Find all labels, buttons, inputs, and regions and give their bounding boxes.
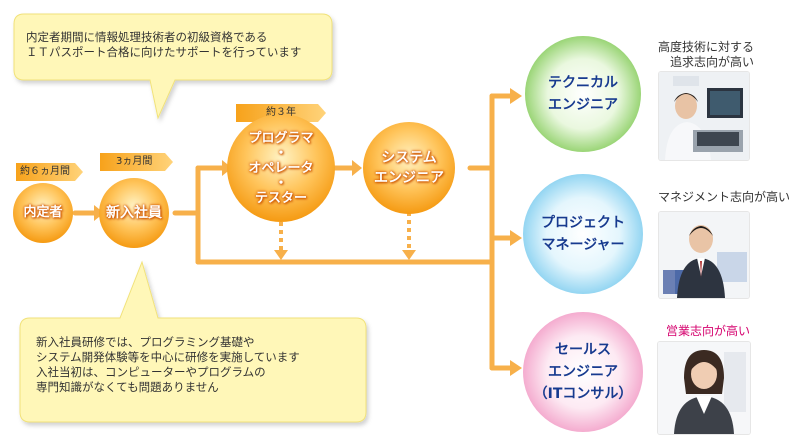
tag-shinnyu: 3ヵ月間 [116,156,153,167]
bubble-top-shape [13,13,333,120]
career-pm-note: マネジメント志向が高い [657,190,790,204]
stage-system-circle [363,122,455,214]
career-technical-circle [525,36,641,152]
photo-technical-engineer [659,72,749,160]
tag-naitei: 約６ヵ月間 [20,166,70,177]
career-sales-note: 営業志向が高い [665,324,750,338]
connector-lines [72,93,513,371]
tag-programmer-shape [236,104,326,122]
stage-system-label: システム エンジニア [374,150,444,186]
career-technical-label: テクニカル エンジニア [548,75,618,113]
career-pm-circle [523,174,643,294]
career-sales-circle [523,312,643,432]
tag-shinnyu-shape [100,153,173,171]
bubble-bottom-text: 新入社員研修では、プログラミング基礎や システム開発体験等を中心に研修を実施して… [36,335,300,394]
career-sales-label: セールス エンジニア （ITコンサル） [533,342,633,402]
dashed-drops [279,212,411,252]
stage-naitei-circle [13,183,73,243]
photo-project-manager [659,212,749,298]
tag-programmer: 約３年 [266,107,296,118]
career-technical-note: 高度技術に対する 追求志向が高い [657,40,754,69]
stage-shinnyu-label: 新入社員 [106,205,162,221]
stage-programmer-label: プログラマ ・ オペレータ ・ テスター [248,131,314,206]
bubble-top-text: 内定者期間に情報処理技術者の初級資格である ＩＴパスポート合格に向けたサポートを… [26,30,302,59]
photo-sales-engineer [658,342,750,434]
career-pm-label: プロジェクト マネージャー [541,215,625,253]
stage-programmer-circle [227,114,335,222]
bubble-bottom-shape [19,260,367,423]
stage-naitei-label: 内定者 [23,205,63,220]
stage-shinnyu-circle [99,178,169,248]
tag-naitei-shape [16,163,83,181]
